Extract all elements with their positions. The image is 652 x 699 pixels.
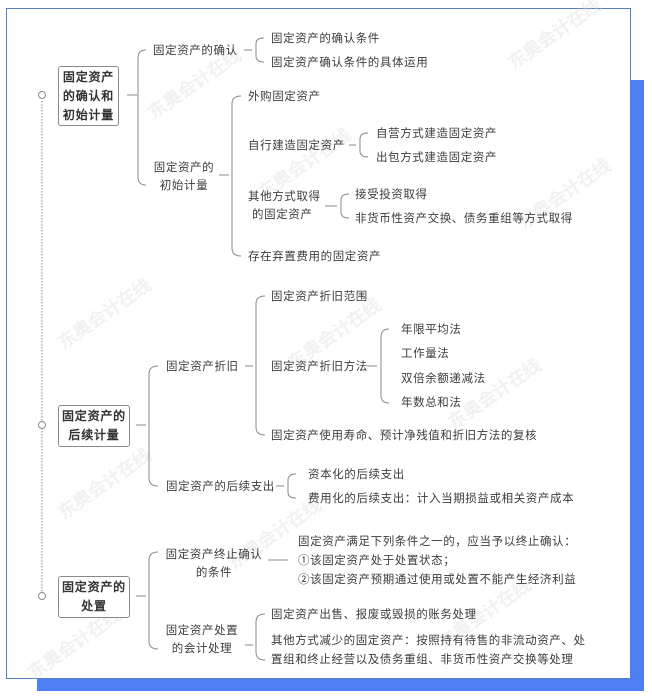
leaf: 年限平均法: [401, 322, 462, 336]
node-disposal-cost: 存在弃置费用的固定资产: [248, 249, 382, 263]
leaf: 固定资产确认条件的具体运用: [271, 55, 429, 69]
section-node-dot: [38, 421, 46, 429]
leaf: 资本化的后续支出: [308, 467, 405, 481]
node-derecognition-line2: 的条件: [195, 565, 233, 579]
node-self-built: 自行建造固定资产: [248, 138, 345, 152]
leaf: 工作量法: [401, 346, 450, 360]
node-review: 固定资产使用寿命、预计净残值和折旧方法的复核: [271, 428, 538, 442]
node-accounting-treatment: 固定资产处置: [165, 623, 239, 637]
node-accounting-treatment-line2: 的会计处理: [171, 641, 233, 655]
detail-text: 固定资产满足下列条件之一的，应当予以终止确认：: [298, 534, 577, 548]
section-box-recognition: 固定资产 的确认和 初始计量: [58, 66, 119, 126]
node-depreciation: 固定资产折旧: [166, 359, 239, 373]
leaf: 固定资产出售、报废或毁损的账务处理: [271, 607, 477, 621]
leaf: 其他方式减少的固定资产：按照持有待售的非流动资产、处: [271, 633, 586, 647]
node-subsequent-expenditure: 固定资产的后续支出: [166, 479, 275, 493]
leaf: 出包方式建造固定资产: [376, 150, 497, 164]
leaf: 费用化的后续支出：计入当期损益或相关资产成本: [308, 491, 575, 505]
leaf: 自营方式建造固定资产: [376, 126, 497, 140]
node-other-acquisition: 其他方式取得: [248, 189, 321, 203]
node-recognition: 固定资产的确认: [153, 43, 238, 57]
leaf: 固定资产的确认条件: [271, 31, 380, 45]
section-node-dot: [38, 592, 46, 600]
node-purchased: 外购固定资产: [248, 89, 321, 103]
leaf: 置组和终止经营以及债务重组、非货币性资产交换等处理: [271, 652, 574, 666]
section-box-disposal: 固定资产的 处置: [58, 576, 130, 618]
node-initial-measurement-line2: 初始计量: [159, 178, 209, 192]
leaf: 双倍余额递减法: [401, 371, 486, 385]
section-node-dot: [38, 91, 46, 99]
leaf: 年数总和法: [401, 395, 462, 409]
node-depreciation-method: 固定资产折旧方法: [271, 359, 368, 373]
detail-text: ①该固定资产处于处置状态；: [298, 553, 456, 567]
node-depreciation-scope: 固定资产折旧范围: [271, 289, 368, 303]
leaf: 非货币性资产交换、债务重组等方式取得: [355, 211, 573, 225]
leaf: 接受投资取得: [355, 187, 428, 201]
node-initial-measurement: 固定资产的: [153, 160, 215, 174]
section-box-subsequent: 固定资产的 后续计量: [58, 405, 130, 447]
detail-text: ②该固定资产预期通过使用或处置不能产生经济利益: [298, 572, 577, 586]
node-other-acquisition-line2: 的固定资产: [252, 207, 313, 221]
node-derecognition: 固定资产终止确认: [165, 547, 263, 561]
